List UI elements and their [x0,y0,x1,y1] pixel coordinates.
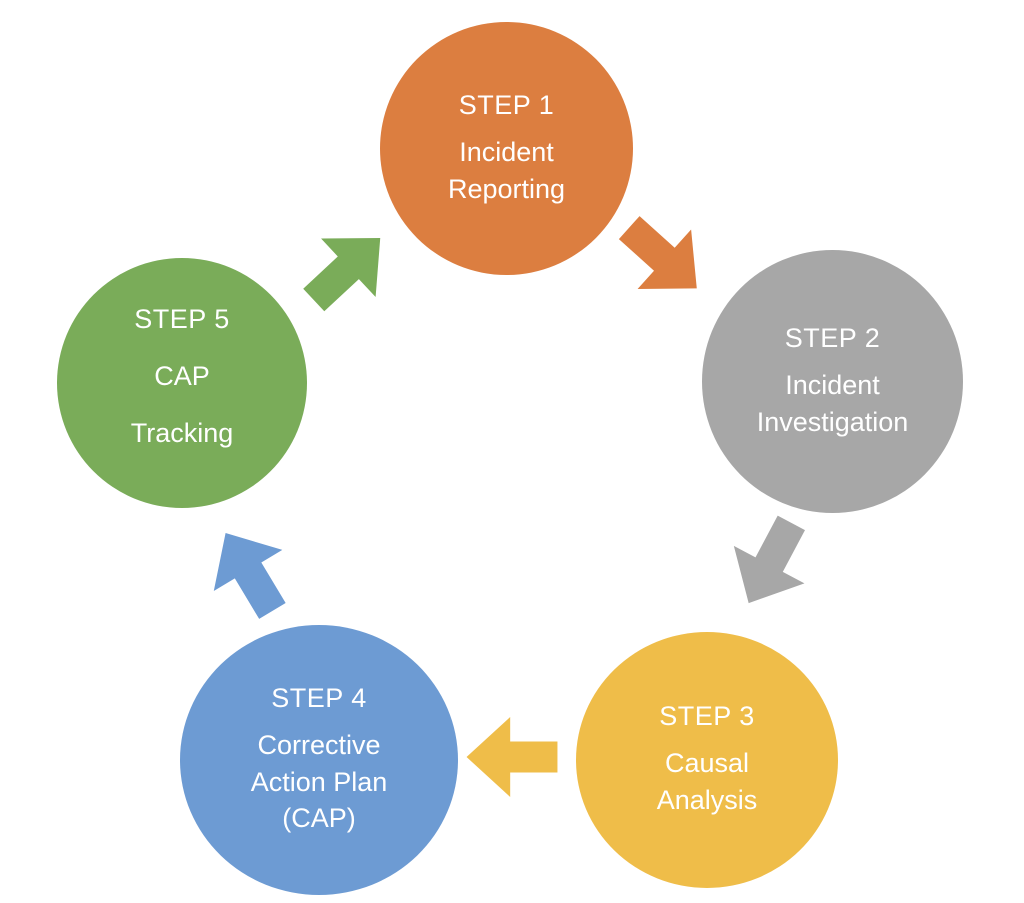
arrow-step3-to-step4-icon [465,717,559,797]
step-1-circle: STEP 1 Incident Reporting [380,22,633,275]
step-3-circle: STEP 3 Causal Analysis [576,632,838,888]
arrow-step2-to-step3-icon [713,503,828,624]
step-5-name: CAP Tracking [130,361,234,448]
step-4-circle: STEP 4 Corrective Action Plan (CAP) [180,625,458,895]
step-2-name: Incident Investigation [756,369,909,437]
step-1-name: Incident Reporting [447,136,566,204]
arrow-step4-to-step5-icon [191,511,308,633]
step-2-circle: STEP 2 Incident Investigation [702,250,963,513]
arrow-step1-to-step2-icon [601,197,724,319]
step-3-name: Causal Analysis [656,748,758,815]
step-2-label: STEP 2 [784,322,881,353]
step-4-label: STEP 4 [271,682,367,713]
step-5-label: STEP 5 [134,304,230,335]
step-4-name: Corrective Action Plan (CAP) [250,729,388,834]
step-5-circle: STEP 5 CAP Tracking [57,258,307,508]
step-3-label: STEP 3 [659,701,755,732]
arrow-step5-to-step1-icon [285,208,408,331]
step-1-label: STEP 1 [458,89,555,120]
